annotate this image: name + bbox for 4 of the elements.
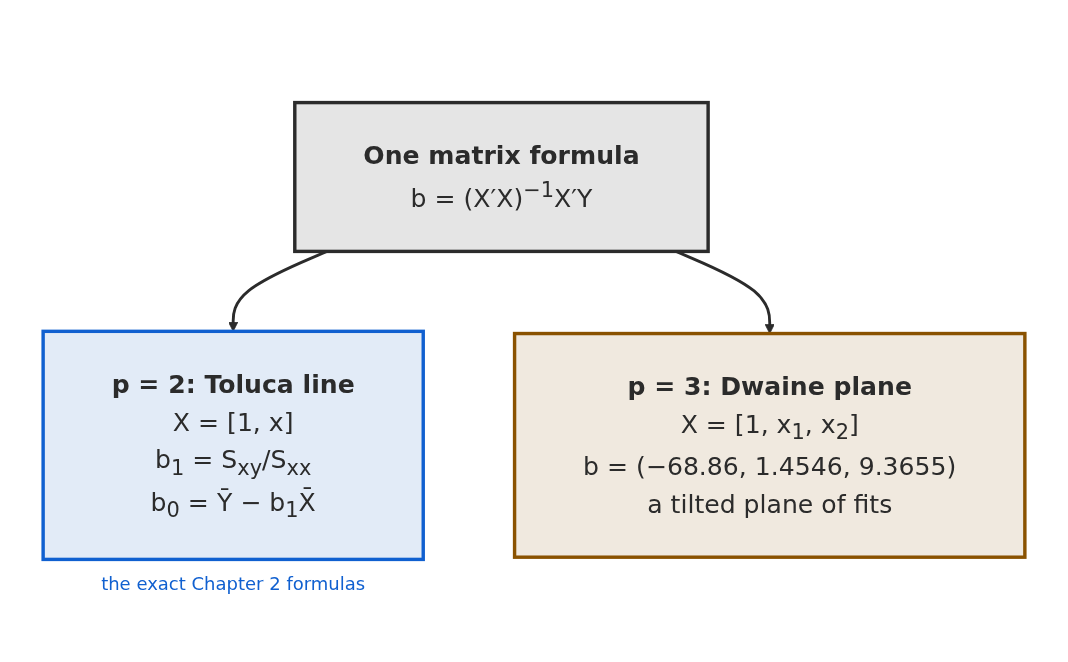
node-caption: the exact Chapter 2 formulas [101,573,366,595]
node-box: p = 2: Toluca line X = [1, x] b$_{1}$ = S$_{xy}$/S$_{xx}$ b$_{0}$ = Ȳ − b$_{1}$X̄ [41,329,425,562]
node-box: One matrix formula b = (X′X)$^{−1}$X′Y [293,100,710,254]
node-box: p = 3: Dwaine plane X = [1, x$_{1}$, x$_{2}$] b = (−68.86, 1.4546, 9.3655) a tilted plane of fits [512,331,1027,559]
